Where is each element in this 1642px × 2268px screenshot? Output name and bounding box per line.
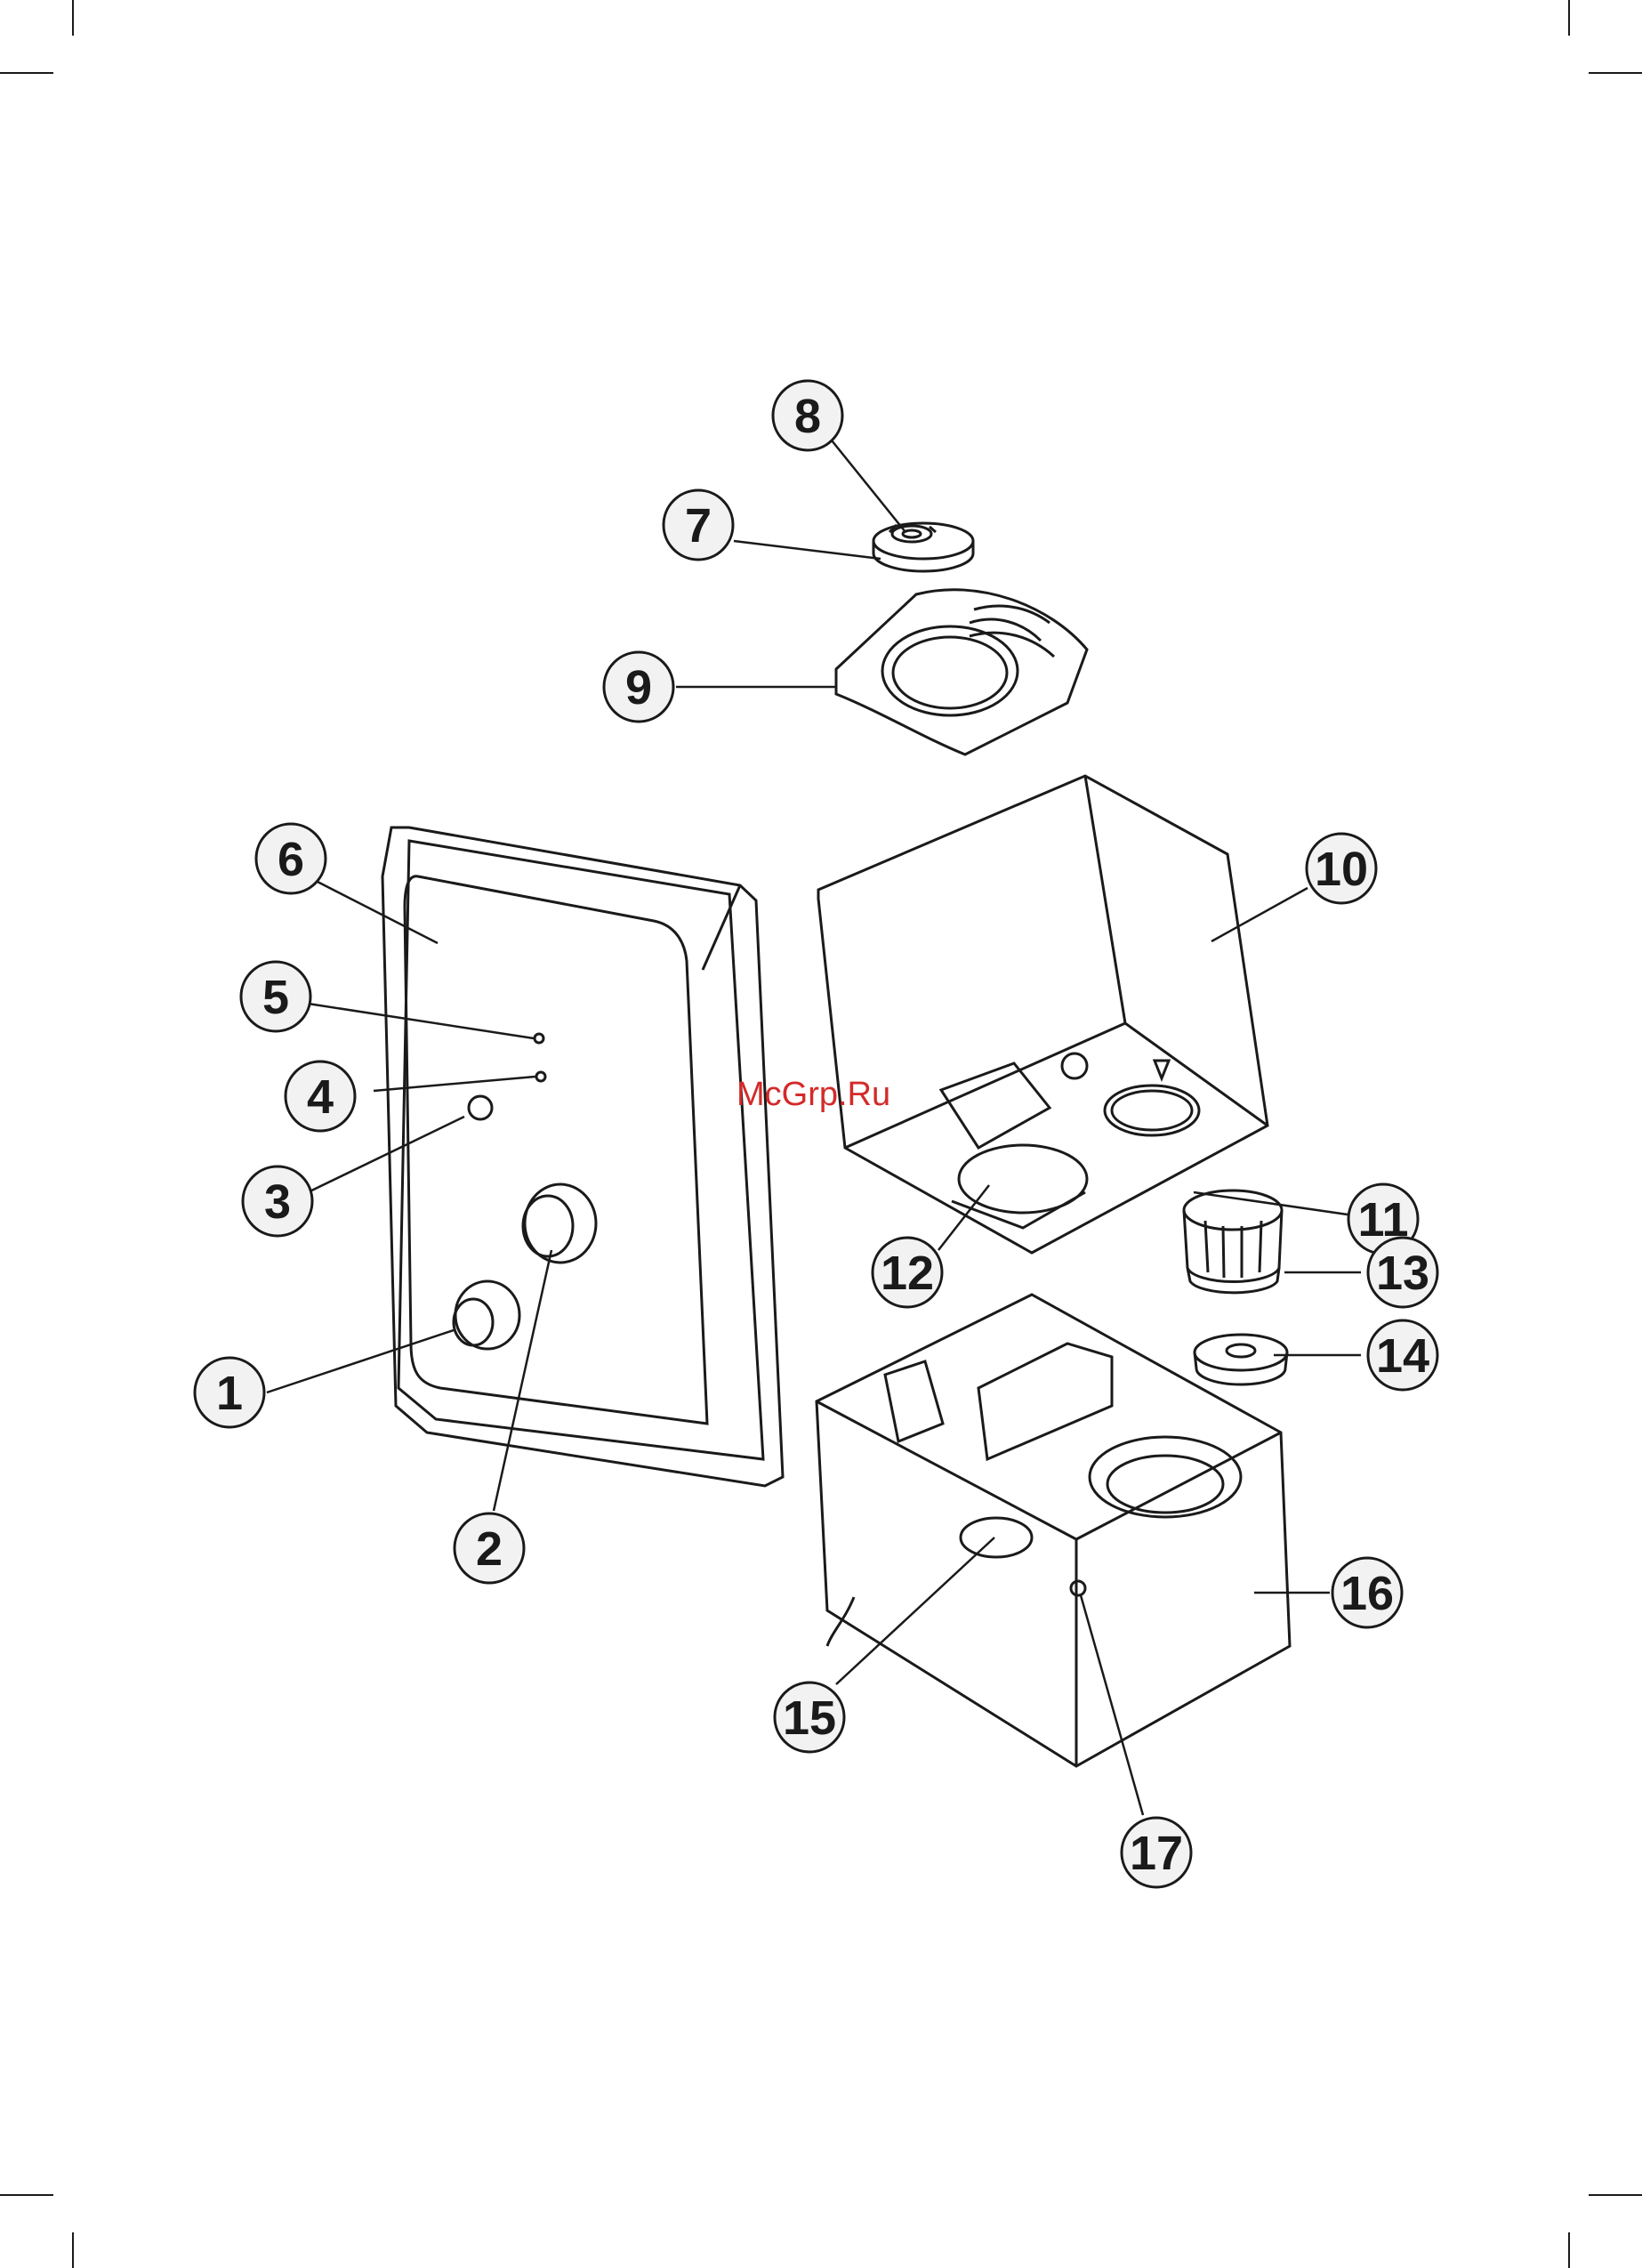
callout-12-label: 12: [881, 1247, 934, 1300]
leader-7: [734, 541, 881, 559]
callout-17-label: 17: [1130, 1827, 1183, 1880]
callout-16-label: 16: [1340, 1567, 1394, 1620]
watermark-text: McGrp.Ru: [736, 1076, 890, 1113]
callout-1: 1: [195, 1358, 264, 1427]
callout-7-label: 7: [685, 499, 712, 553]
callout-9-label: 9: [625, 661, 652, 714]
callout-16: 16: [1332, 1558, 1402, 1627]
top-cover-illustration: [836, 590, 1087, 755]
callout-6: 6: [256, 824, 326, 893]
callout-14-label: 14: [1376, 1329, 1429, 1383]
valve-disc-illustration: [1195, 1335, 1287, 1384]
callout-5: 5: [241, 962, 310, 1031]
callout-4-label: 4: [307, 1070, 334, 1124]
callout-1-label: 1: [216, 1367, 243, 1420]
callout-5-label: 5: [262, 971, 289, 1024]
callout-6-label: 6: [278, 833, 304, 886]
callout-2-label: 2: [476, 1522, 503, 1576]
callout-17: 17: [1122, 1818, 1191, 1887]
callout-10-label: 10: [1315, 843, 1368, 896]
callout-8-label: 8: [794, 390, 821, 443]
front-panel-illustration: [382, 827, 783, 1486]
water-tank-illustration: [818, 776, 1268, 1253]
callout-14: 14: [1368, 1320, 1437, 1390]
callout-8: 8: [773, 381, 842, 450]
callout-15: 15: [775, 1683, 844, 1752]
callout-7: 7: [664, 490, 733, 560]
callout-3: 3: [243, 1166, 312, 1236]
callout-2: 2: [455, 1513, 524, 1583]
callout-10: 10: [1307, 834, 1376, 903]
callout-13: 13: [1368, 1238, 1437, 1307]
callout-3-label: 3: [264, 1175, 291, 1229]
nozzle-cap-illustration: [873, 523, 973, 571]
callout-12: 12: [873, 1238, 942, 1307]
callout-13-label: 13: [1376, 1247, 1429, 1300]
leader-8: [832, 440, 906, 532]
callout-4: 4: [286, 1061, 355, 1131]
callout-9: 9: [604, 652, 673, 722]
filter-cartridge-illustration: [1184, 1190, 1282, 1293]
callout-15-label: 15: [783, 1691, 836, 1745]
